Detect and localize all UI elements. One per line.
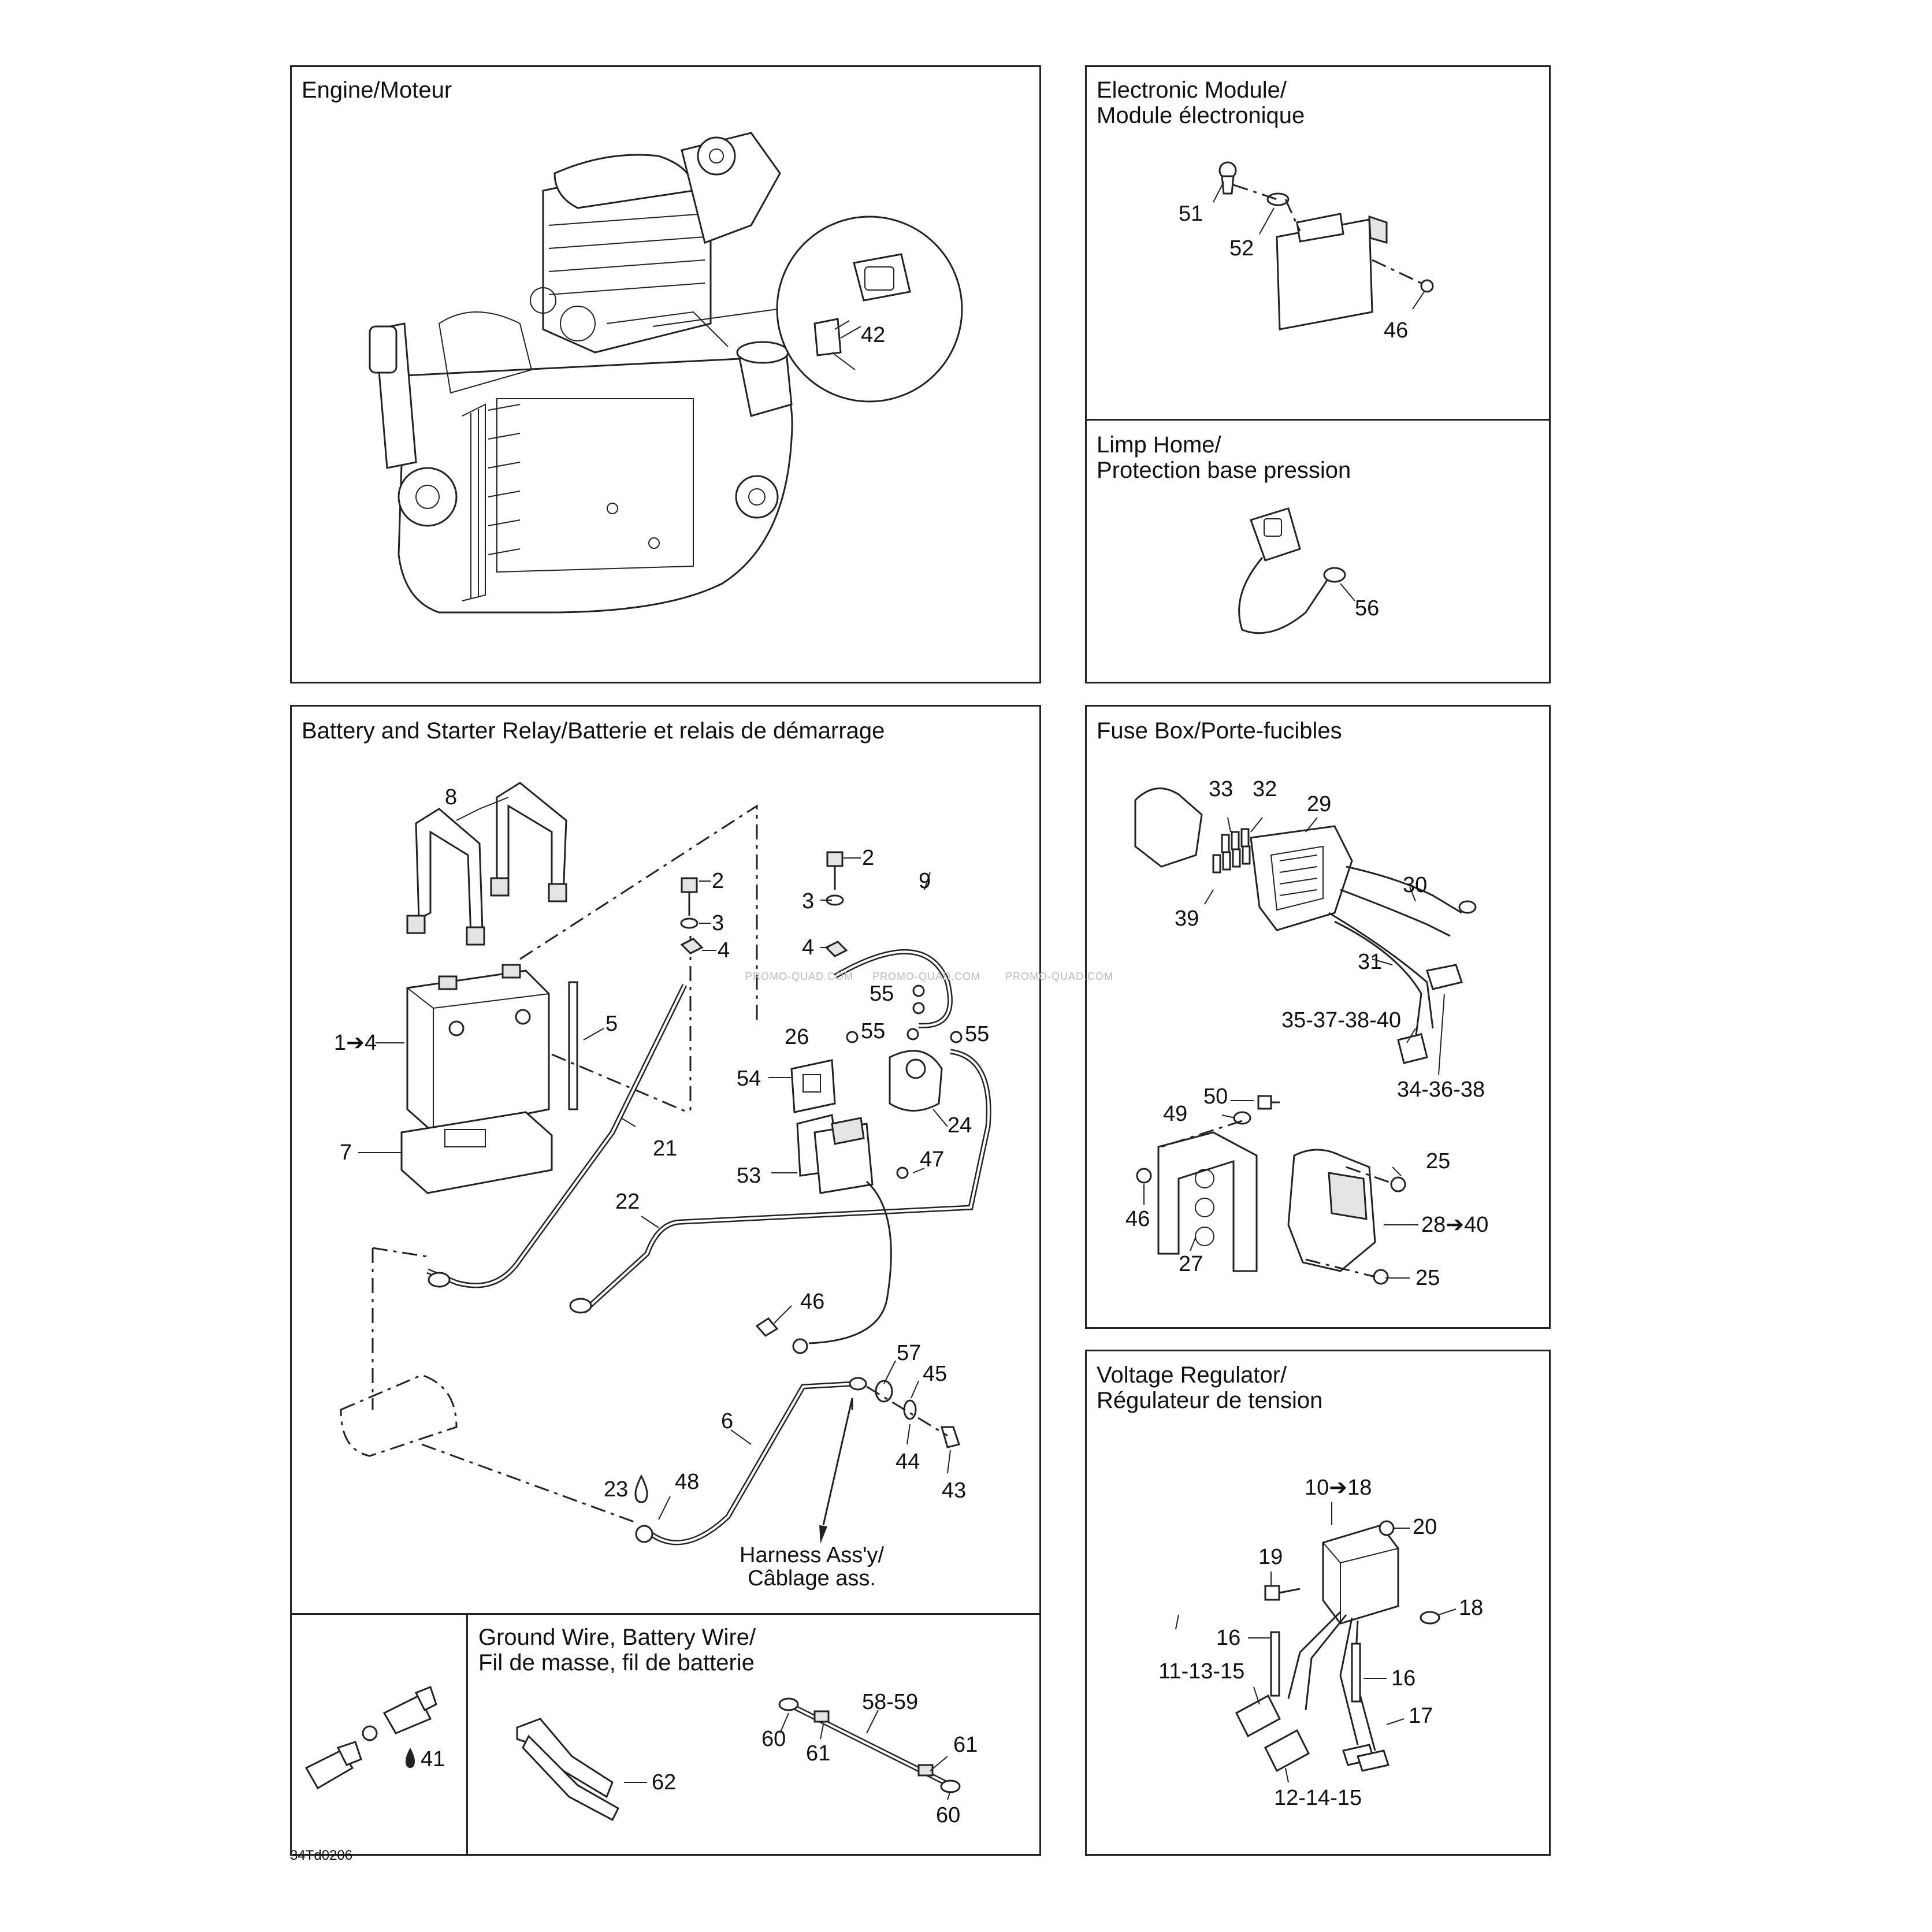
watermark-2: PROMO-QUAD.COM [872, 971, 980, 982]
callout-45: 45 [923, 1362, 948, 1386]
callout-46-battery: 46 [800, 1290, 825, 1314]
leader-lines [358, 320, 1457, 1800]
callout-27: 27 [1179, 1252, 1203, 1276]
engine-connector-callout [652, 216, 963, 403]
engine-title: Engine/Moteur [302, 77, 452, 103]
battery-title: Battery and Starter Relay/Batterie et re… [302, 718, 885, 744]
drawing-reference: 34Td0206 [290, 1848, 353, 1863]
callout-25-bottom: 25 [1415, 1266, 1440, 1290]
connector-illustration [304, 1686, 437, 1790]
callout-7: 7 [340, 1140, 352, 1165]
callout-16-right: 16 [1391, 1666, 1416, 1690]
callout-25-top: 25 [1426, 1149, 1451, 1173]
electronic-module-illustration [1213, 161, 1434, 330]
voltage-regulator-illustration [1235, 1520, 1440, 1773]
callout-1-to-4: 1➔4 [334, 1031, 377, 1055]
callout-55-right: 55 [965, 1022, 990, 1046]
callout-29: 29 [1307, 792, 1332, 816]
callout-24: 24 [948, 1113, 972, 1138]
callout-28-to-40: 28➔40 [1421, 1213, 1489, 1237]
callout-44: 44 [896, 1450, 920, 1474]
callout-51: 51 [1179, 202, 1203, 226]
callout-19: 19 [1258, 1545, 1283, 1569]
ground-wire-illustration [516, 1697, 961, 1822]
watermark-1: PROMO-QUAD.COM [745, 971, 853, 982]
callout-26: 26 [785, 1025, 809, 1049]
harness-assembly-label: Harness Ass'y/ Câblage ass. [740, 1543, 885, 1591]
limp-home-title: Limp Home/ Protection base pression [1097, 432, 1351, 483]
voltage-regulator-title: Voltage Regulator/ Régulateur de tension [1097, 1362, 1323, 1413]
callout-41: 41 [421, 1747, 445, 1771]
callout-56: 56 [1355, 596, 1380, 621]
callout-55-top: 55 [870, 982, 894, 1006]
callout-11-13-15: 11-13-15 [1158, 1659, 1245, 1684]
limp-home-illustration [1238, 507, 1355, 634]
callout-61-right: 61 [953, 1733, 978, 1757]
callout-49: 49 [1163, 1102, 1188, 1126]
callout-8: 8 [445, 785, 458, 809]
connector-panel [290, 1613, 468, 1856]
callout-3-right: 3 [802, 889, 815, 913]
callout-34-36-38: 34-36-38 [1397, 1078, 1485, 1102]
callout-35-37-38-40: 35-37-38-40 [1281, 1008, 1402, 1032]
callout-33: 33 [1209, 777, 1233, 801]
callout-5: 5 [605, 1012, 618, 1036]
callout-60-left: 60 [761, 1727, 786, 1751]
callout-6: 6 [721, 1409, 734, 1433]
callout-30: 30 [1403, 873, 1428, 897]
callout-18: 18 [1459, 1596, 1484, 1620]
callout-21: 21 [653, 1136, 678, 1161]
callout-22: 22 [615, 1190, 640, 1214]
callout-43: 43 [942, 1478, 967, 1503]
callout-3-left: 3 [712, 911, 724, 935]
callout-52: 52 [1229, 236, 1254, 261]
callout-17: 17 [1409, 1704, 1433, 1728]
callout-58-59: 58-59 [862, 1690, 919, 1714]
callout-16-left: 16 [1216, 1626, 1241, 1650]
callout-10-to-18: 10➔18 [1305, 1476, 1372, 1500]
callout-47: 47 [920, 1147, 945, 1172]
callout-32: 32 [1253, 777, 1277, 801]
ground-wire-title: Ground Wire, Battery Wire/ Fil de masse,… [478, 1625, 756, 1675]
callout-46-fuse: 46 [1125, 1207, 1150, 1231]
callout-46-module: 46 [1384, 318, 1409, 343]
callout-39: 39 [1175, 906, 1199, 931]
fuse-box-title: Fuse Box/Porte-fucibles [1097, 718, 1342, 744]
callout-53: 53 [737, 1164, 761, 1188]
callout-50: 50 [1203, 1084, 1228, 1109]
ground-wire-panel [466, 1613, 1041, 1856]
callout-42: 42 [861, 323, 886, 347]
callout-62: 62 [652, 1770, 677, 1794]
callout-4-right: 4 [802, 935, 815, 960]
callout-4-left: 4 [718, 938, 730, 963]
watermark-3: PROMO-QUAD.COM [1005, 971, 1113, 982]
callout-12-14-15: 12-14-15 [1274, 1786, 1362, 1810]
callout-23: 23 [604, 1477, 629, 1502]
callout-9: 9 [919, 869, 931, 893]
callout-2-right: 2 [862, 846, 875, 870]
callout-60-right: 60 [936, 1803, 961, 1827]
limp-home-panel [1085, 419, 1551, 683]
callout-2-left: 2 [712, 869, 724, 893]
callout-54: 54 [737, 1067, 761, 1091]
electronic-module-title: Electronic Module/ Module électronique [1097, 77, 1305, 128]
callout-61-left: 61 [806, 1741, 831, 1766]
callout-20: 20 [1413, 1515, 1437, 1539]
battery-illustration [340, 782, 991, 1545]
voltage-regulator-panel [1085, 1350, 1551, 1856]
callout-48: 48 [675, 1470, 700, 1494]
callout-31: 31 [1358, 950, 1383, 974]
callout-55-mid: 55 [861, 1019, 886, 1043]
callout-57: 57 [897, 1341, 922, 1365]
engine-illustration [369, 132, 793, 614]
fuse-box-illustration [1134, 787, 1477, 1285]
